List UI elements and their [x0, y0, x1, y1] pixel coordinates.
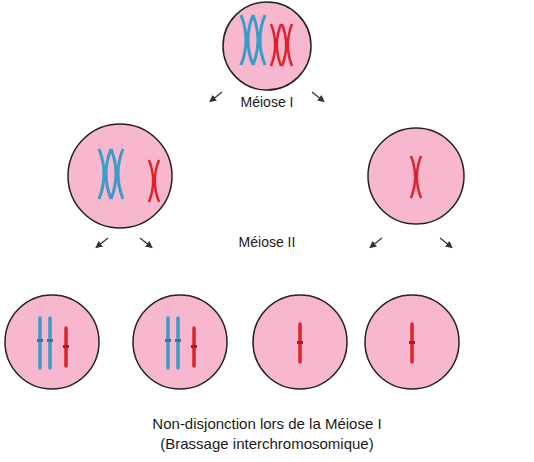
gamete-cell	[133, 295, 227, 389]
gamete-cell	[365, 295, 459, 389]
stage-label: Méiose II	[239, 234, 296, 250]
cells	[5, 2, 464, 389]
gamete-cell	[5, 295, 99, 389]
chromosomes	[99, 15, 421, 202]
chromatids	[37, 318, 415, 368]
daughter-cell	[68, 124, 172, 228]
arrows	[98, 92, 450, 246]
gamete-cell	[253, 295, 347, 389]
caption: Non-disjonction lors de la Méiose I (Bra…	[117, 414, 417, 454]
stage-label: Méiose I	[241, 94, 294, 110]
daughter-cell	[368, 128, 464, 224]
parent-cell	[223, 2, 311, 90]
